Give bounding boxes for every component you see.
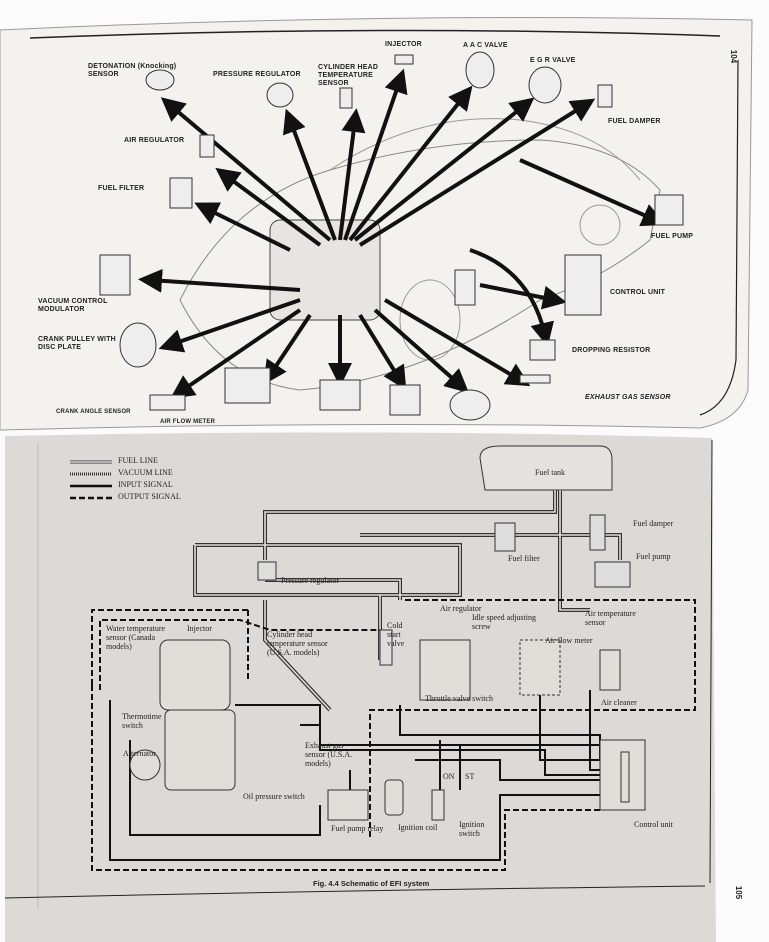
- label-air-temperature-sensor: Air temperature sensor: [585, 609, 636, 627]
- label-pressure-regulator: PRESSURE REGULATOR: [213, 71, 301, 78]
- label-injector: Injector: [187, 624, 212, 633]
- legend-fuel-line: FUEL LINE: [118, 456, 158, 465]
- label-detonation-sensor: DETONATION (Knocking) SENSOR: [88, 63, 177, 78]
- label-oil-pressure-switch: Oil pressure switch: [243, 792, 305, 801]
- label-ignition-st: ST: [465, 772, 475, 781]
- label-throttle-valve-switch: Throttle valve switch: [425, 694, 493, 703]
- label-ignition-coil: Ignition coil: [398, 823, 438, 832]
- label-fuel-pump: FUEL PUMP: [651, 233, 694, 240]
- label-water-temperature-sensor: Water temperature sensor (Canada models): [106, 624, 166, 651]
- label-fuel-damper: Fuel damper: [633, 519, 674, 528]
- label-aac-valve: A A C VALVE: [463, 42, 508, 49]
- page-number: 104: [729, 49, 739, 64]
- label-control-unit: Control unit: [634, 820, 673, 829]
- label-idle-speed-screw: Idle speed adjusting screw: [472, 613, 536, 631]
- efi-schematic: [4, 432, 716, 942]
- label-exhaust-gas-sensor: Exhaust gas sensor (U.S.A. models): [305, 741, 353, 768]
- label-air-cleaner: Air cleaner: [601, 698, 637, 707]
- label-vacuum-control-modulator: VACUUM CONTROL MODULATOR: [38, 298, 108, 313]
- label-pressure-regulator: Pressure regulator: [281, 576, 339, 585]
- legend-vacuum-line: VACUUM LINE: [118, 468, 173, 477]
- label-air-flow-meter: Air flow meter: [545, 636, 593, 645]
- legend-input-signal: INPUT SIGNAL: [118, 480, 173, 489]
- label-fuel-damper: FUEL DAMPER: [608, 118, 661, 125]
- label-ignition-on: ON: [443, 772, 455, 781]
- label-fuel-filter: FUEL FILTER: [98, 185, 145, 192]
- label-exhaust-gas-sensor: EXHAUST GAS SENSOR: [585, 394, 671, 401]
- label-egr-valve: E G R VALVE: [530, 57, 576, 64]
- top-diagram: [0, 17, 753, 431]
- label-cylinder-head-temp-sensor: CYLINDER HEAD TEMPERATURE SENSOR: [318, 64, 379, 87]
- label-injector: INJECTOR: [385, 41, 422, 48]
- label-cold-start-valve: Cold start valve: [387, 621, 405, 648]
- label-cylinder-head-temperature-sensor: Cylinder head temperature sensor (U.S.A.…: [267, 630, 328, 657]
- bottom-page: FUEL LINE VACUUM LINE INPUT SIGNAL OUTPU…: [0, 428, 769, 942]
- label-alternator: Alternator: [123, 749, 156, 758]
- figure-caption: Fig. 4.4 Schematic of EFI system: [313, 879, 430, 888]
- label-ignition-switch: Ignition switch: [459, 820, 485, 838]
- label-crank-pulley: CRANK PULLEY WITH DISC PLATE: [38, 336, 116, 351]
- label-control-unit: CONTROL UNIT: [610, 289, 666, 296]
- label-air-regulator: Air regulator: [440, 604, 482, 613]
- label-thermotime-switch: Thermotime switch: [122, 712, 162, 730]
- label-fuel-filter: Fuel filter: [508, 554, 540, 563]
- label-fuel-tank: Fuel tank: [535, 468, 565, 477]
- top-page: 104 DETONATION (Knocking) SENSOR PRESSUR…: [0, 0, 769, 435]
- label-fuel-pump: Fuel pump: [636, 552, 671, 561]
- label-fuel-pump-relay: Fuel pump relay: [331, 824, 384, 833]
- label-air-flow-meter: AIR FLOW METER: [160, 419, 216, 425]
- page-number: 105: [734, 885, 744, 900]
- label-air-regulator: AIR REGULATOR: [124, 137, 185, 144]
- label-dropping-resistor: DROPPING RESISTOR: [572, 347, 651, 354]
- legend-output-signal: OUTPUT SIGNAL: [118, 492, 181, 501]
- label-crank-angle-sensor: CRANK ANGLE SENSOR: [56, 409, 131, 415]
